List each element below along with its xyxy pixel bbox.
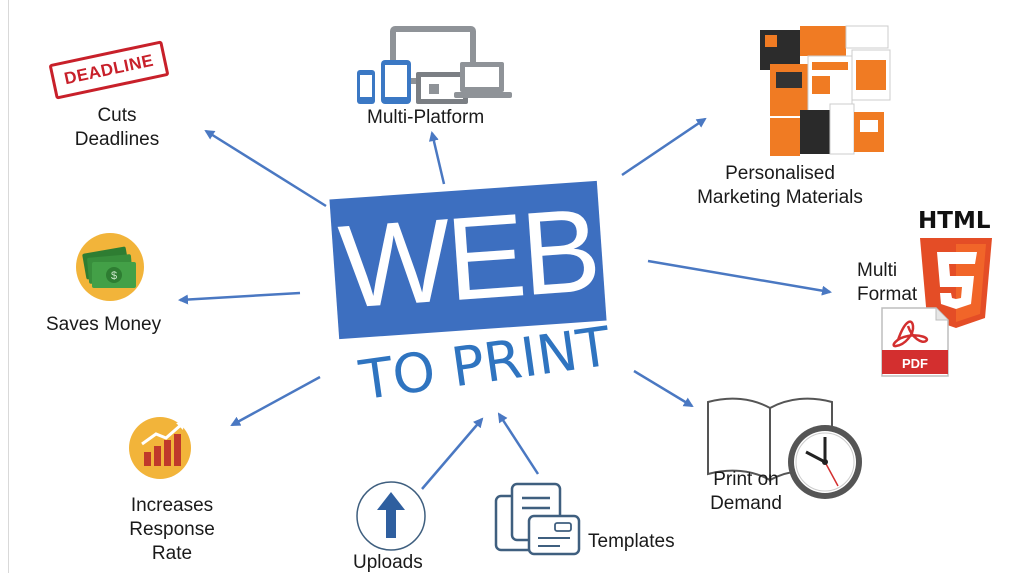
arrow-increases-response xyxy=(230,375,321,427)
increases-response-label: Increases Response Rate xyxy=(129,495,215,564)
arrow-saves-money xyxy=(178,291,301,305)
multi-format-label: Multi Format xyxy=(857,260,918,305)
arrow-print-on-demand xyxy=(633,369,694,408)
html-badge-text: HTML xyxy=(918,208,991,234)
arrow-multi-platform xyxy=(428,131,446,185)
multi-platform-label: Multi-Platform xyxy=(367,107,485,128)
personalised-label: Personalised Marketing Materials xyxy=(697,163,863,208)
svg-text:$: $ xyxy=(111,270,117,282)
print-on-demand-label: Print on Demand xyxy=(710,469,782,514)
arrow-multi-format xyxy=(647,259,832,296)
templates-label: Templates xyxy=(588,531,675,552)
left-border-line xyxy=(8,0,9,573)
arrow-uploads xyxy=(421,417,484,490)
arrow-personalised xyxy=(621,117,707,177)
cuts-deadlines-label: Cuts Deadlines xyxy=(74,105,160,150)
pdf-badge-text: PDF xyxy=(902,356,928,371)
arrow-cuts-deadlines xyxy=(204,129,327,208)
uploads-label: Uploads xyxy=(353,552,423,573)
saves-money-label: Saves Money xyxy=(46,314,162,335)
arrow-templates xyxy=(497,412,540,475)
